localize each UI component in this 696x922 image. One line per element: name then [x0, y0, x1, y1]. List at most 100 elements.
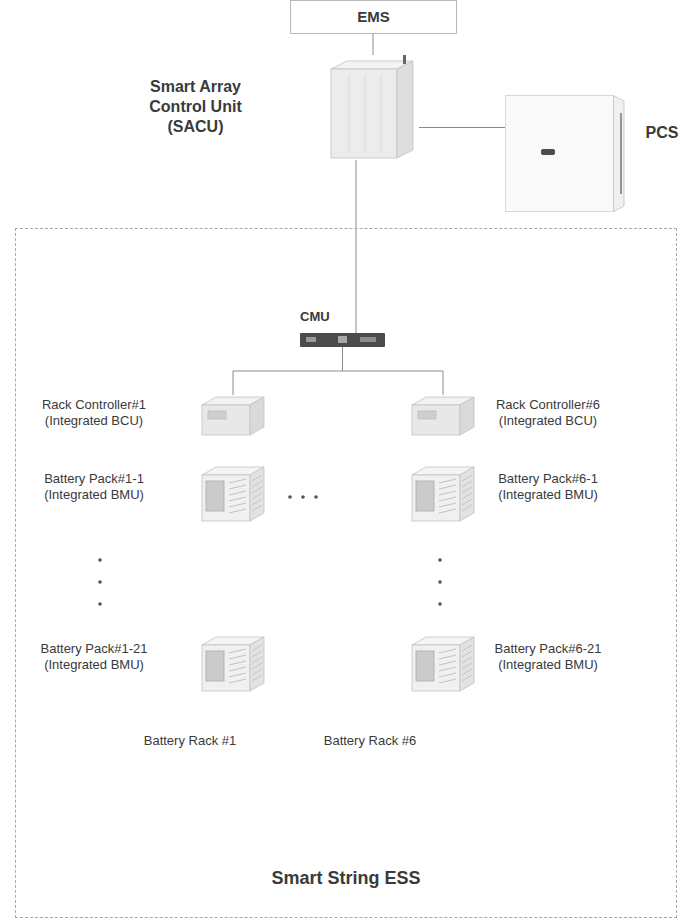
device-illustration — [200, 465, 266, 523]
device-face — [460, 397, 474, 435]
device-part — [360, 337, 376, 342]
node-label: Smart Array Control Unit (SACU) — [128, 77, 263, 137]
device-face — [614, 96, 625, 212]
device-line — [439, 679, 456, 683]
device-line — [229, 479, 246, 483]
device-line — [252, 475, 262, 481]
rack-controller: Rack Controller#6 (Integrated BCU) — [410, 395, 476, 437]
device-face — [250, 467, 264, 521]
device-face — [460, 637, 474, 691]
device-line — [462, 487, 472, 493]
device-line — [365, 75, 366, 152]
node-label: CMU — [300, 309, 360, 325]
device-illustration — [505, 95, 625, 212]
device-line — [462, 499, 472, 505]
device-part — [506, 96, 614, 212]
device-line — [620, 113, 622, 194]
device-line — [349, 75, 350, 152]
ellipsis-dot — [98, 558, 102, 562]
device-line — [439, 485, 456, 489]
device-part — [206, 651, 224, 681]
device-part — [403, 55, 406, 64]
device-line — [462, 675, 472, 681]
node-label: Rack Controller#1 (Integrated BCU) — [28, 397, 160, 430]
device-line — [252, 645, 262, 651]
rack-controller: Rack Controller#1 (Integrated BCU) — [200, 395, 266, 437]
device-slot — [541, 149, 555, 155]
ellipsis-dot — [438, 580, 442, 584]
device-part — [208, 411, 226, 419]
rack-label: Battery Rack #6 — [308, 733, 432, 749]
device-part — [412, 405, 460, 435]
device-line — [229, 485, 246, 489]
device-line — [252, 669, 262, 675]
device-line — [439, 649, 456, 653]
device-line — [252, 675, 262, 681]
device-illustration — [410, 465, 476, 523]
device-line — [462, 493, 472, 499]
node-label: PCS — [637, 123, 687, 143]
system-box: EMS — [290, 0, 457, 34]
ellipsis-dot — [288, 495, 292, 499]
device-illustration — [410, 395, 476, 437]
battery-pack: Battery Pack#6-21 (Integrated BMU) — [410, 635, 476, 693]
device-line — [462, 657, 472, 663]
node-label: Battery Pack#6-1 (Integrated BMU) — [482, 471, 614, 504]
device-line — [381, 75, 382, 152]
device-line — [229, 491, 246, 495]
ellipsis-dot — [98, 580, 102, 584]
battery-pack: Battery Pack#1-21 (Integrated BMU) — [200, 635, 266, 693]
device-line — [229, 661, 246, 665]
device-part — [418, 411, 436, 419]
device-part — [202, 645, 250, 691]
device-line — [229, 667, 246, 671]
device-line — [439, 673, 456, 677]
device-part — [416, 481, 434, 511]
device-illustration — [200, 635, 266, 693]
node-label: Smart String ESS — [16, 867, 676, 890]
device-face — [250, 397, 264, 435]
device-line — [439, 667, 456, 671]
device-line — [439, 491, 456, 495]
device-line — [252, 487, 262, 493]
node-label: Battery Pack#6-21 (Integrated BMU) — [482, 641, 614, 674]
device-line — [229, 497, 246, 501]
connector-line — [373, 34, 374, 55]
connector-line — [419, 127, 505, 128]
ellipsis-dot — [438, 602, 442, 606]
device-face — [250, 637, 264, 691]
device-line — [252, 481, 262, 487]
device-part — [202, 405, 250, 435]
device-line — [439, 503, 456, 507]
ellipsis-dots — [98, 495, 442, 606]
device-illustration — [327, 55, 419, 160]
device-body — [300, 333, 385, 347]
device-part — [412, 645, 460, 691]
device-line — [462, 669, 472, 675]
device-line — [462, 505, 472, 511]
device-line — [229, 503, 246, 507]
device-line — [252, 663, 262, 669]
device-face — [397, 61, 413, 158]
device-part — [206, 481, 224, 511]
device-part — [202, 475, 250, 521]
device-part — [416, 651, 434, 681]
device-line — [229, 649, 246, 653]
device-line — [439, 497, 456, 501]
device-line — [462, 475, 472, 481]
device-line — [252, 505, 262, 511]
connector-line — [233, 347, 343, 395]
device-line — [229, 673, 246, 677]
device-part — [338, 336, 347, 343]
device-line — [439, 661, 456, 665]
node-label: Battery Pack#1-21 (Integrated BMU) — [28, 641, 160, 674]
ellipsis-dot — [98, 602, 102, 606]
device-line — [462, 481, 472, 487]
connector-line — [356, 160, 357, 333]
device-illustration — [200, 395, 266, 437]
device-part — [306, 337, 316, 342]
device-illustration — [410, 635, 476, 693]
device-line — [252, 657, 262, 663]
device-line — [439, 509, 456, 513]
